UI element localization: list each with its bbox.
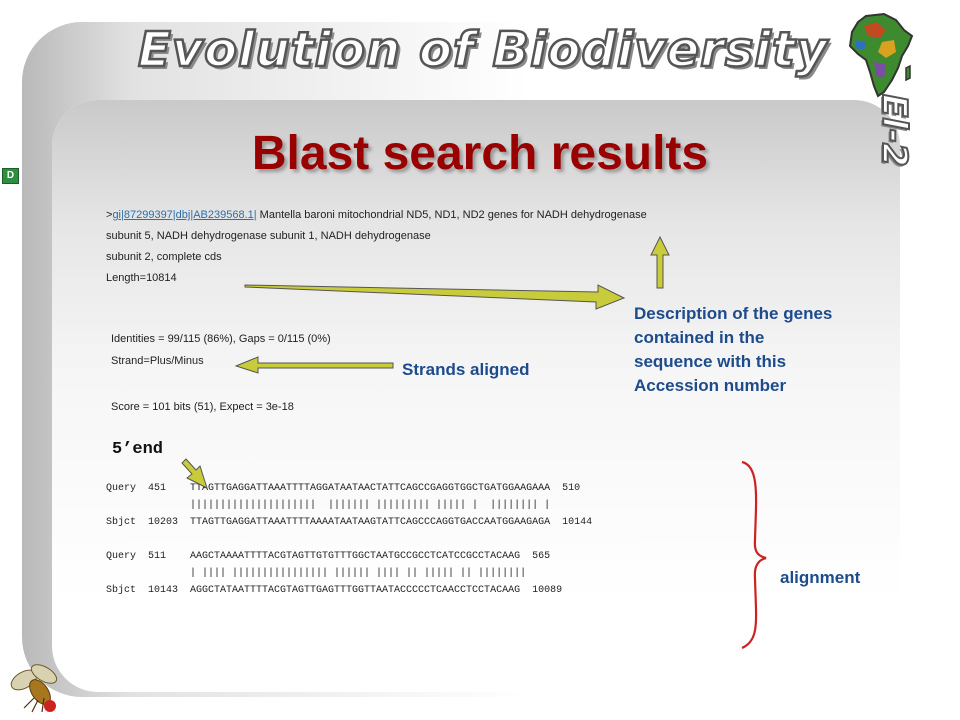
content-panel	[52, 100, 900, 600]
strands-annotation: Strands aligned	[402, 360, 530, 379]
five-prime-end-label: 5’end	[112, 440, 164, 459]
description-annotation-line: sequence with this	[634, 352, 787, 371]
accession-link[interactable]: gi|87299397|dbj|AB239568.1|	[112, 209, 257, 221]
strand-stat: Strand=Plus/Minus	[111, 355, 204, 367]
arrow-icon	[234, 356, 394, 374]
alignment-line: Query 451 TTAGTTGAGGATTAAATTTTAGGATAATAA…	[106, 483, 581, 494]
sequence-alignment: Query 451 TTAGTTGAGGATTAAATTTTAGGATAATAA…	[106, 480, 592, 599]
description-prefix: >	[106, 209, 113, 221]
fruit-fly-icon	[10, 664, 58, 713]
description-annotation-line: Accession number	[634, 376, 787, 395]
alignment-line: Query 511 AAGCTAAAATTTTACGTAGTTGTGTTTGGC…	[106, 551, 551, 562]
arrow-icon	[244, 284, 626, 310]
sequence-length: Length=10814	[106, 272, 177, 284]
blast-hit-description: >gi|87299397|dbj|AB239568.1| Mantella ba…	[106, 205, 647, 289]
description-annotation: Description of the genes contained in th…	[634, 302, 832, 398]
africa-map-icon	[848, 12, 914, 98]
alignment-line: ||||||||||||||||||||| ||||||| ||||||||| …	[106, 500, 551, 511]
description-annotation-line: contained in the	[634, 328, 765, 347]
description-annotation-line: Description of the genes	[634, 304, 833, 323]
alignment-line: Sbjct 10203 TTAGTTGAGGATTAAATTTTAAAATAAT…	[106, 517, 593, 528]
score-stat: Score = 101 bits (51), Expect = 3e-18	[111, 401, 294, 413]
arrow-icon	[650, 235, 670, 289]
brace-icon	[741, 460, 767, 650]
arrow-icon	[181, 458, 208, 489]
d-marker-icon: D	[2, 168, 19, 184]
description-line-3: subunit 2, complete cds	[106, 251, 222, 263]
slide-title: Blast search results	[251, 127, 709, 180]
alignment-line: Sbjct 10143 AGGCTATAATTTTACGTAGTTGAGTTTG…	[106, 585, 563, 596]
description-line-1-text: Mantella baroni mitochondrial ND5, ND1, …	[256, 209, 647, 221]
alignment-line: | |||| |||||||||||||||| |||||| |||| || |…	[106, 568, 527, 579]
description-line-1: >gi|87299397|dbj|AB239568.1| Mantella ba…	[106, 205, 647, 226]
alignment-annotation: alignment	[780, 568, 861, 587]
header-title: Evolution of Biodiversity	[137, 21, 829, 80]
description-line-2: subunit 5, NADH dehydrogenase subunit 1,…	[106, 230, 431, 242]
identities-stat: Identities = 99/115 (86%), Gaps = 0/115 …	[111, 333, 331, 345]
